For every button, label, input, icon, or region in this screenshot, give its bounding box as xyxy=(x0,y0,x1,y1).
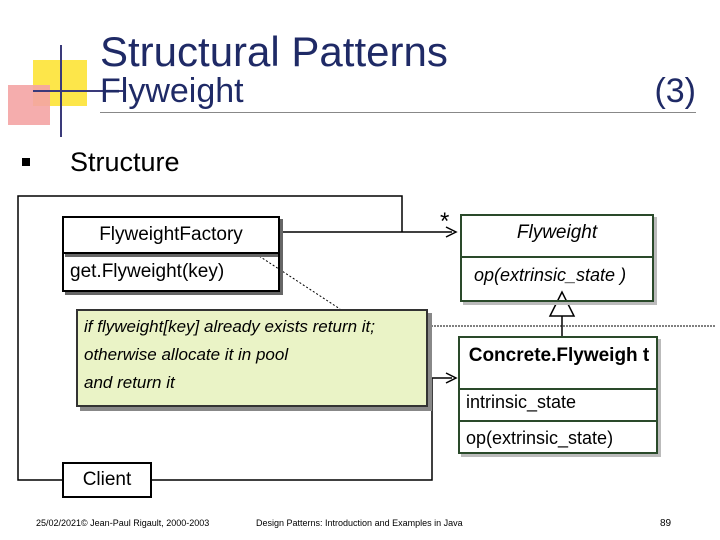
concrete-flyweight-class-box xyxy=(458,336,658,454)
bullet-text: Structure xyxy=(70,147,180,177)
note-line: if flyweight[key] already exists return … xyxy=(84,317,376,336)
footer-page-number: 89 xyxy=(660,518,672,529)
footer-left: 25/02/2021© Jean-Paul Rigault, 2000-2003 xyxy=(36,518,210,528)
factory-flyweight-arrowhead xyxy=(445,226,458,238)
concrete-flyweight-attribute: intrinsic_state xyxy=(466,392,577,412)
note-line: otherwise allocate it in pool xyxy=(84,345,289,364)
flyweight-factory-class-name: FlyweightFactory xyxy=(62,216,280,254)
concrete-flyweight-separator-1 xyxy=(458,388,658,390)
title-decoration-horizontal-line xyxy=(33,90,123,92)
slide-part-number: (3) xyxy=(654,72,696,110)
factory-note: if flyweight[key] already exists return … xyxy=(76,309,428,407)
flyweight-class-box xyxy=(460,214,654,302)
footer-center: Design Patterns: Introduction and Exampl… xyxy=(256,518,463,528)
concrete-flyweight-operation: op(extrinsic_state) xyxy=(466,428,614,448)
client-concrete-association xyxy=(152,377,452,481)
client-factory-association xyxy=(17,195,403,481)
slide-subtitle: Flyweight xyxy=(100,72,244,110)
flyweight-class-name: Flyweight xyxy=(516,222,598,243)
multiplicity-star: * xyxy=(440,208,450,235)
bullet-square-icon xyxy=(22,158,30,166)
note-connector xyxy=(255,253,341,310)
client-class: Client xyxy=(62,462,152,498)
client-concrete-arrowhead xyxy=(445,372,458,384)
concrete-flyweight-class-name: Concrete.Flyweigh t xyxy=(468,345,650,366)
concrete-flyweight-separator-2 xyxy=(458,420,658,422)
title-rule xyxy=(100,112,696,113)
flyweight-factory-operation: get.Flyweight(key) xyxy=(62,254,280,292)
note-line: and return it xyxy=(84,373,175,392)
slide-title: Structural Patterns xyxy=(100,28,448,75)
flyweight-class-separator xyxy=(460,256,654,258)
flyweight-operation: op(extrinsic_state ) xyxy=(474,265,627,285)
